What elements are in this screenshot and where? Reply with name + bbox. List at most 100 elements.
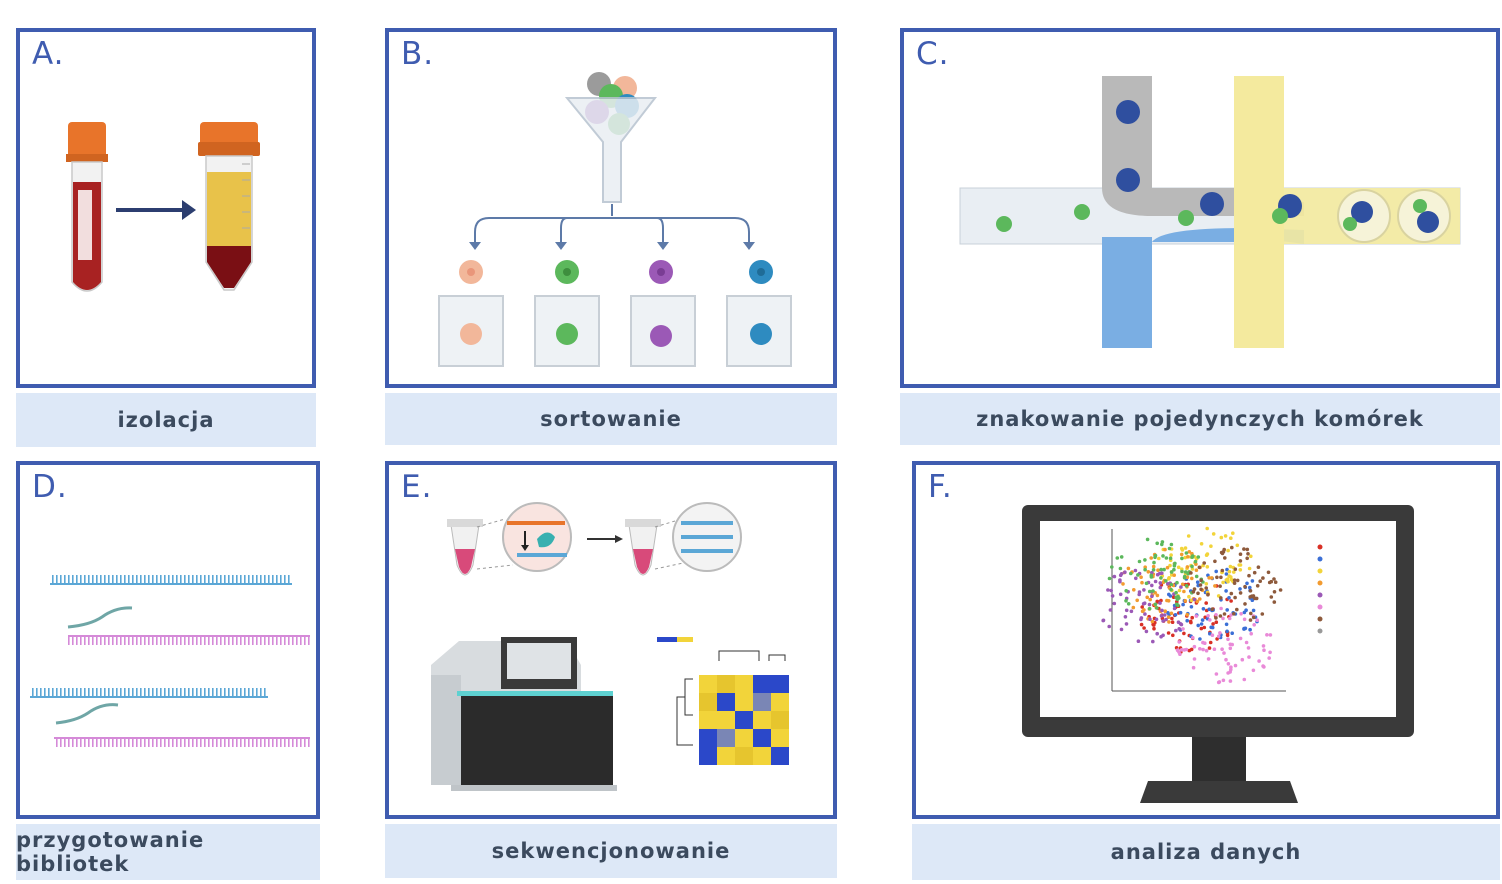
scatter-point	[1219, 550, 1224, 555]
scatter-point	[1155, 599, 1159, 604]
scatter-point	[1126, 566, 1131, 571]
scatter-point	[1156, 568, 1160, 572]
scatter-point	[1178, 610, 1183, 615]
scatter-point	[1169, 553, 1173, 557]
scatter-point	[1207, 576, 1211, 580]
scatter-point	[1196, 555, 1201, 559]
scatter-point	[1205, 565, 1210, 569]
scatter-point	[1232, 578, 1237, 582]
scatter-point	[1161, 633, 1165, 638]
scatter-point	[1231, 531, 1235, 535]
scatter-point	[1222, 612, 1227, 616]
scatter-point	[1165, 598, 1169, 603]
panel-b: B.	[385, 28, 837, 388]
scatter-point	[1244, 640, 1249, 645]
caption-przygotowanie: przygotowanie bibliotek	[16, 824, 320, 880]
centrifuge-tube-icon	[198, 122, 260, 291]
scatter-point	[1204, 582, 1209, 586]
scatter-point	[1255, 584, 1260, 588]
scatter-point	[1239, 612, 1243, 616]
scatter-point	[1190, 576, 1194, 581]
scatter-point	[1174, 590, 1178, 595]
scatter-point	[1230, 642, 1234, 647]
scatter-point	[1124, 589, 1128, 593]
scatter-point	[1229, 613, 1233, 617]
scatter-point	[1107, 576, 1112, 581]
scatter-point	[1166, 577, 1171, 581]
scatter-point	[1185, 565, 1190, 569]
scatter-point	[1224, 622, 1229, 627]
scatter-point	[1159, 614, 1164, 618]
scatter-point	[1232, 581, 1237, 585]
scatter-point	[1225, 608, 1229, 612]
scatter-point	[1228, 679, 1233, 683]
dna-strands-1	[50, 575, 310, 645]
scatter-point	[1248, 585, 1252, 590]
scatter-point	[1228, 646, 1233, 651]
arrow-right-icon	[116, 200, 196, 220]
scatter-point	[1178, 652, 1182, 656]
scatter-point	[1245, 556, 1249, 561]
scatter-point	[1273, 580, 1278, 584]
scatter-point	[1184, 584, 1189, 588]
scatter-point	[1166, 611, 1170, 615]
scatter-point	[1202, 625, 1207, 630]
scatter-point	[1214, 616, 1218, 620]
scatter-point	[1107, 624, 1111, 629]
monitor-icon	[1022, 505, 1414, 803]
scatter-point	[1153, 602, 1158, 607]
scatter-point	[1164, 579, 1168, 583]
scatter-point	[1248, 595, 1252, 599]
scatter-point	[1192, 597, 1197, 602]
scatter-point	[1177, 640, 1181, 644]
scatter-point	[1155, 593, 1160, 598]
scatter-point	[1221, 678, 1226, 683]
scatter-point	[1171, 633, 1175, 638]
scatter-point	[1176, 603, 1180, 607]
scatter-point	[1235, 578, 1240, 583]
scatter-point	[1123, 615, 1128, 619]
scatter-point	[1223, 534, 1228, 538]
scatter-point	[1142, 588, 1146, 592]
legend	[1317, 544, 1323, 634]
scatter-point	[1192, 587, 1197, 591]
scatter-point	[1242, 677, 1247, 682]
scatter-point	[1167, 620, 1171, 624]
scatter-point	[1158, 601, 1162, 605]
scatter-point	[1227, 596, 1231, 600]
scatter-point	[1135, 598, 1139, 603]
scatter-point	[1124, 608, 1129, 613]
scatter-point	[1166, 582, 1170, 586]
scatter-point	[1112, 601, 1117, 606]
scatter-point	[1235, 607, 1239, 612]
scatter-point	[1226, 662, 1231, 666]
scatter-point	[1166, 631, 1171, 635]
scatter-point	[1244, 608, 1248, 612]
scatter-point	[1219, 606, 1223, 611]
scatter-point	[1118, 578, 1122, 582]
scatter-point	[1110, 594, 1115, 598]
scatter-point	[1157, 556, 1161, 561]
scatter-point	[1224, 589, 1228, 593]
scatter-point	[1272, 600, 1277, 604]
scatter-point	[1172, 567, 1176, 572]
scatter-point	[1169, 611, 1174, 616]
arrow-right-icon	[587, 535, 623, 543]
scatter-point	[1265, 633, 1269, 637]
scatter-point	[1237, 563, 1241, 567]
scatter-point	[1190, 615, 1194, 620]
scatter-point	[1181, 627, 1185, 631]
scatter-point	[1228, 564, 1233, 569]
scatter-point	[1192, 657, 1197, 661]
scatter-point	[1150, 594, 1154, 598]
panel-letter: D.	[32, 469, 68, 505]
panel-letter: F.	[928, 469, 953, 505]
scatter-point	[1199, 578, 1203, 583]
scatter-point	[1165, 565, 1170, 570]
caption-izolacja: izolacja	[16, 393, 316, 447]
scatter-point	[1230, 545, 1234, 550]
scatter-point	[1206, 592, 1210, 597]
scatter-point	[1225, 629, 1229, 634]
scatter-point	[1164, 556, 1169, 560]
scatter-point	[1233, 663, 1238, 668]
